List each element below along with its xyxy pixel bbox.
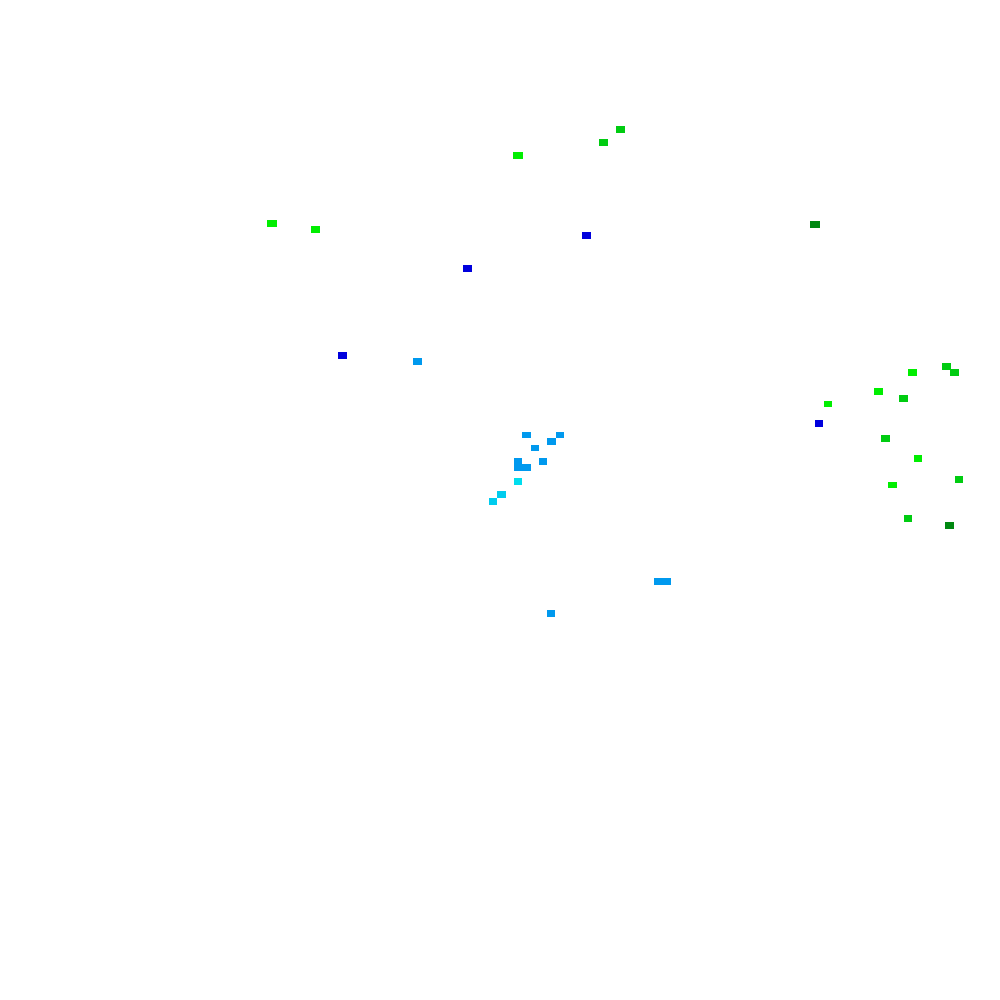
marker xyxy=(547,610,555,617)
marker xyxy=(413,358,422,365)
marker xyxy=(815,420,823,427)
marker xyxy=(810,221,820,228)
marker xyxy=(539,458,547,465)
marker xyxy=(582,232,591,239)
marker xyxy=(514,458,522,464)
marker xyxy=(874,388,883,395)
marker xyxy=(599,139,608,146)
marker xyxy=(899,395,908,402)
marker xyxy=(945,522,954,529)
marker xyxy=(888,482,897,488)
marker xyxy=(908,369,917,376)
marker xyxy=(489,498,497,505)
marker xyxy=(497,491,506,498)
marker xyxy=(881,435,890,442)
marker xyxy=(547,438,556,445)
marker xyxy=(824,401,832,407)
marker xyxy=(955,476,963,483)
marker xyxy=(531,445,539,451)
marker xyxy=(556,432,564,438)
marker xyxy=(942,363,951,370)
marker xyxy=(654,578,671,585)
marker xyxy=(616,126,625,133)
marker xyxy=(463,265,472,272)
marker xyxy=(514,464,531,471)
marker xyxy=(311,226,320,233)
marker xyxy=(514,478,522,485)
marker xyxy=(513,152,523,159)
marker xyxy=(338,352,347,359)
marker xyxy=(522,432,531,438)
marker xyxy=(904,515,912,522)
marker xyxy=(914,455,922,462)
marker xyxy=(267,220,277,227)
marker xyxy=(950,369,959,376)
